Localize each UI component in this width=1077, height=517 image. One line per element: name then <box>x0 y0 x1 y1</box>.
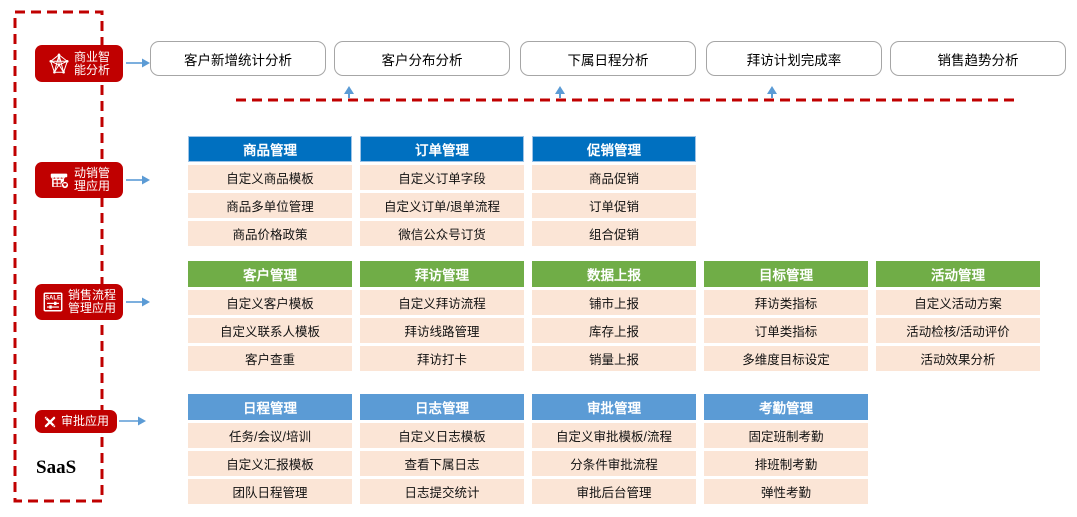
feature-cell: 组合促销 <box>532 221 696 246</box>
feature-cell: 团队日程管理 <box>188 479 352 504</box>
module-label-line: 管理应用 <box>67 301 116 315</box>
feature-cell: 订单促销 <box>532 193 696 218</box>
feature-cell: 查看下属日志 <box>360 451 524 476</box>
module-label-line: 审批应用 <box>60 414 109 428</box>
feature-cell: 客户查重 <box>188 346 352 371</box>
feature-cell: 多维度目标设定 <box>704 346 868 371</box>
up-arrow <box>555 86 565 98</box>
feature-column: 日志管理自定义日志模板查看下属日志日志提交统计 <box>360 394 524 504</box>
feature-cell: 活动检核/活动评价 <box>876 318 1040 343</box>
column-header: 商品管理 <box>188 136 352 162</box>
feature-cell: 拜访线路管理 <box>360 318 524 343</box>
feature-cell: 自定义订单字段 <box>360 165 524 190</box>
bi-analysis-box: 客户新增统计分析 <box>150 41 326 76</box>
feature-column: 数据上报铺市上报库存上报销量上报 <box>532 261 696 371</box>
module-label-line: 销售流程 <box>67 288 116 302</box>
feature-cell: 排班制考勤 <box>704 451 868 476</box>
module-label-line: 商业智 <box>73 49 110 64</box>
feature-cell: 微信公众号订货 <box>360 221 524 246</box>
feature-column: 日程管理任务/会议/培训自定义汇报模板团队日程管理 <box>188 394 352 504</box>
bi-analysis-box: 拜访计划完成率 <box>706 41 882 76</box>
column-header: 订单管理 <box>360 136 524 162</box>
feature-column: 活动管理自定义活动方案活动检核/活动评价活动效果分析 <box>876 261 1040 371</box>
feature-cell: 商品促销 <box>532 165 696 190</box>
module-label-line: 理应用 <box>73 179 110 193</box>
feature-cell: 拜访类指标 <box>704 290 868 315</box>
feature-cell: 拜访打卡 <box>360 346 524 371</box>
column-header: 拜访管理 <box>360 261 524 287</box>
up-arrow <box>344 86 354 98</box>
column-header: 目标管理 <box>704 261 868 287</box>
column-header: 客户管理 <box>188 261 352 287</box>
module-label-line: 能分析 <box>73 62 110 77</box>
feature-cell: 库存上报 <box>532 318 696 343</box>
module-sales-process: SALE 销售流程 管理应用 <box>35 284 123 320</box>
feature-cell: 自定义订单/退单流程 <box>360 193 524 218</box>
column-header: 促销管理 <box>532 136 696 162</box>
feature-column: 拜访管理自定义拜访流程拜访线路管理拜访打卡 <box>360 261 524 371</box>
feature-cell: 自定义审批模板/流程 <box>532 423 696 448</box>
section-sales-process-apps: 客户管理自定义客户模板自定义联系人模板客户查重拜访管理自定义拜访流程拜访线路管理… <box>0 261 1077 371</box>
feature-column: 客户管理自定义客户模板自定义联系人模板客户查重 <box>188 261 352 371</box>
module-label-line: 动销管 <box>73 166 110 180</box>
column-header: 活动管理 <box>876 261 1040 287</box>
feature-cell: 任务/会议/培训 <box>188 423 352 448</box>
feature-column: 考勤管理固定班制考勤排班制考勤弹性考勤 <box>704 394 868 504</box>
storefront-icon <box>48 169 70 191</box>
saas-label: SaaS <box>36 457 77 478</box>
svg-text:SALE: SALE <box>45 296 61 302</box>
flow-arrow <box>126 297 150 307</box>
feature-column: 订单管理自定义订单字段自定义订单/退单流程微信公众号订货 <box>360 136 524 246</box>
feature-cell: 活动效果分析 <box>876 346 1040 371</box>
feature-cell: 自定义联系人模板 <box>188 318 352 343</box>
feature-cell: 审批后台管理 <box>532 479 696 504</box>
feature-cell: 自定义汇报模板 <box>188 451 352 476</box>
feature-cell: 订单类指标 <box>704 318 868 343</box>
flow-arrow <box>119 416 146 426</box>
feature-cell: 弹性考勤 <box>704 479 868 504</box>
feature-cell: 自定义客户模板 <box>188 290 352 315</box>
feature-cell: 商品多单位管理 <box>188 193 352 218</box>
bi-analysis-box: 客户分布分析 <box>334 41 510 76</box>
feature-column: 促销管理商品促销订单促销组合促销 <box>532 136 696 246</box>
network-graph-icon <box>48 53 70 75</box>
column-header: 日志管理 <box>360 394 524 420</box>
module-business-intelligence: 商业智 能分析 <box>35 45 123 82</box>
flow-arrow <box>126 58 150 68</box>
flow-arrow <box>126 175 150 185</box>
feature-cell: 分条件审批流程 <box>532 451 696 476</box>
feature-cell: 自定义日志模板 <box>360 423 524 448</box>
module-approval: 审批应用 <box>35 410 117 433</box>
feature-cell: 自定义拜访流程 <box>360 290 524 315</box>
bi-analysis-box: 下属日程分析 <box>520 41 696 76</box>
crossed-tools-icon <box>43 415 57 429</box>
column-header: 日程管理 <box>188 394 352 420</box>
column-header: 考勤管理 <box>704 394 868 420</box>
feature-cell: 商品价格政策 <box>188 221 352 246</box>
bi-analysis-box: 销售趋势分析 <box>890 41 1066 76</box>
feature-column: 商品管理自定义商品模板商品多单位管理商品价格政策 <box>188 136 352 246</box>
sale-sliders-icon: SALE <box>42 291 64 313</box>
column-header: 数据上报 <box>532 261 696 287</box>
module-merchandising: 动销管 理应用 <box>35 162 123 198</box>
feature-cell: 固定班制考勤 <box>704 423 868 448</box>
section-approval-apps: 日程管理任务/会议/培训自定义汇报模板团队日程管理日志管理自定义日志模板查看下属… <box>0 394 1077 504</box>
section-merchandising-apps: 商品管理自定义商品模板商品多单位管理商品价格政策订单管理自定义订单字段自定义订单… <box>0 136 1077 246</box>
column-header: 审批管理 <box>532 394 696 420</box>
feature-cell: 日志提交统计 <box>360 479 524 504</box>
feature-cell: 自定义活动方案 <box>876 290 1040 315</box>
up-arrow <box>767 86 777 98</box>
feature-cell: 铺市上报 <box>532 290 696 315</box>
feature-cell: 自定义商品模板 <box>188 165 352 190</box>
feature-column: 审批管理自定义审批模板/流程分条件审批流程审批后台管理 <box>532 394 696 504</box>
feature-cell: 销量上报 <box>532 346 696 371</box>
feature-column: 目标管理拜访类指标订单类指标多维度目标设定 <box>704 261 868 371</box>
